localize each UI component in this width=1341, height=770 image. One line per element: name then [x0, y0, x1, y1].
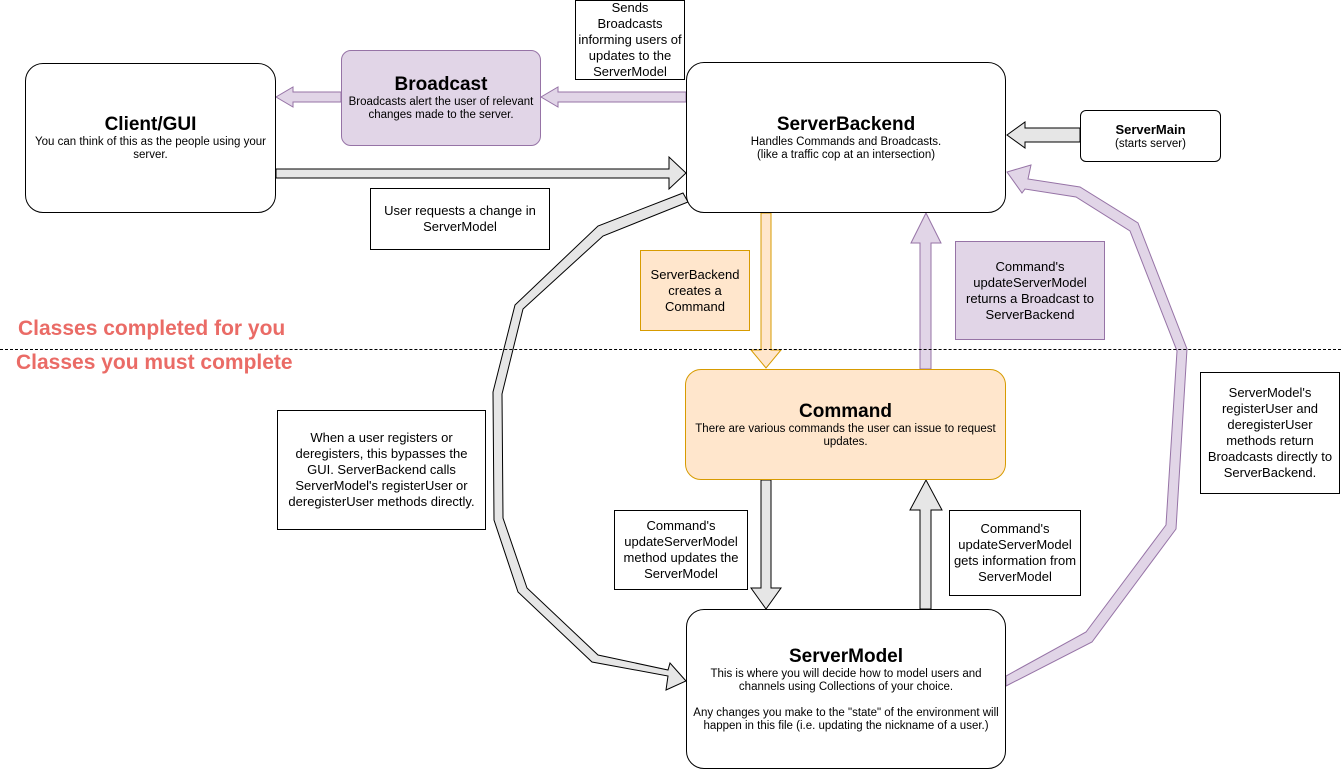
section-label-completed: Classes completed for you [18, 317, 286, 340]
client-gui-desc: You can think of this as the people usin… [34, 136, 266, 161]
note-sends-broadcasts: Sends Broadcasts informing users of upda… [575, 0, 685, 80]
server-main-desc: (starts server) [1115, 137, 1186, 150]
arrow-command-to-backend [910, 211, 942, 370]
server-main-title: ServerMain [1115, 121, 1186, 137]
arrow-main-to-backend [1006, 121, 1081, 149]
note-update-method: Command's updateServerModel method updat… [614, 510, 748, 590]
arrow-model-to-backend [1005, 164, 1188, 687]
arrow-backend-to-model [492, 192, 689, 691]
note-user-requests: User requests a change in ServerModel [370, 188, 550, 250]
command-node: Command There are various commands the u… [685, 369, 1006, 480]
note-model-returns: ServerModel's registerUser and deregiste… [1200, 372, 1340, 494]
broadcast-title: Broadcast [394, 74, 488, 95]
server-backend-desc-line1: Handles Commands and Broadcasts. [750, 135, 942, 148]
arrow-broadcast-to-client [275, 86, 342, 108]
note-gets-info: Command's updateServerModel gets informa… [949, 510, 1081, 596]
server-main-node: ServerMain (starts server) [1080, 110, 1221, 162]
broadcast-node: Broadcast Broadcasts alert the user of r… [341, 50, 541, 146]
server-model-title: ServerModel [788, 645, 904, 667]
note-command-returns: Command's updateServerModel returns a Br… [955, 241, 1105, 340]
arrow-backend-to-command [749, 212, 783, 369]
broadcast-desc: Broadcasts alert the user of relevant ch… [348, 96, 534, 121]
note-update-method-text: Command's updateServerModel method updat… [623, 518, 739, 581]
server-model-node: ServerModel This is where you will decid… [686, 609, 1006, 769]
note-sends-broadcasts-text: Sends Broadcasts informing users of upda… [578, 0, 682, 79]
command-title: Command [799, 400, 892, 422]
client-gui-title: Client/GUI [104, 114, 197, 135]
section-divider [0, 349, 1341, 350]
server-backend-node: ServerBackend Handles Commands and Broad… [686, 62, 1006, 213]
arrow-command-to-model [750, 479, 782, 610]
arrow-client-to-backend [275, 155, 687, 191]
note-register-bypass-text: When a user registers or deregisters, th… [288, 430, 475, 509]
note-register-bypass: When a user registers or deregisters, th… [277, 410, 486, 530]
note-command-returns-text: Command's updateServerModel returns a Br… [966, 258, 1094, 322]
note-backend-creates-text: ServerBackend creates a Command [650, 266, 740, 314]
note-backend-creates: ServerBackend creates a Command [640, 250, 750, 331]
note-gets-info-text: Command's updateServerModel gets informa… [953, 521, 1077, 584]
arrow-backend-to-broadcast [540, 86, 687, 108]
server-model-desc-line2: Any changes you make to the "state" of t… [693, 706, 999, 732]
server-backend-title: ServerBackend [776, 113, 916, 135]
note-user-requests-text: User requests a change in ServerModel [384, 203, 536, 234]
client-gui-node: Client/GUI You can think of this as the … [25, 63, 276, 213]
note-model-returns-text: ServerModel's registerUser and deregiste… [1207, 385, 1333, 480]
server-backend-desc-line2: (like a traffic cop at an intersection) [756, 148, 936, 161]
arrow-model-to-command [909, 478, 943, 610]
command-desc: There are various commands the user can … [695, 422, 996, 448]
server-model-desc-line1: This is where you will decide how to mod… [710, 667, 982, 693]
section-label-must-complete: Classes you must complete [16, 351, 293, 374]
